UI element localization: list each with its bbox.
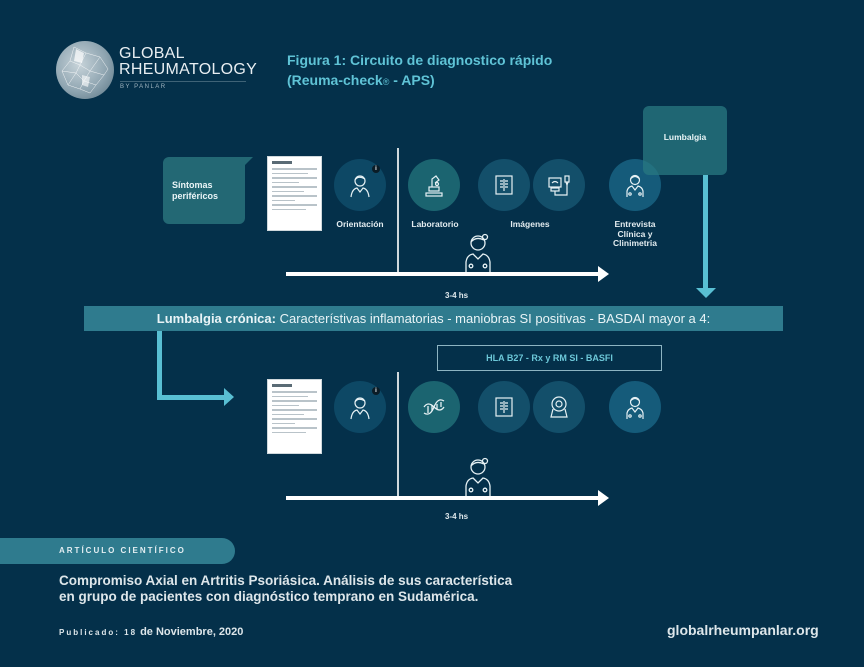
connector-l-horizontal — [157, 395, 225, 400]
divider-line — [397, 372, 399, 497]
callout-label: Síntomas periféricos — [172, 179, 219, 201]
published-label: Publicado: — [59, 628, 120, 637]
imagenes-ultrasound-step — [533, 159, 585, 211]
website-link[interactable]: globalrheumpanlar.org — [667, 622, 819, 638]
document-form-icon — [267, 156, 322, 231]
xray-icon — [495, 397, 513, 417]
mri-scanner-icon — [550, 396, 568, 418]
orientacion-step-bottom: i — [334, 381, 386, 433]
article-title-line2: en grupo de pacientes con diagnóstico te… — [59, 589, 479, 604]
laboratorio-step — [408, 159, 460, 211]
label-orientacion: Orientación — [336, 219, 384, 229]
logo-wordmark: GLOBAL RHEUMATOLOGY — [119, 46, 257, 78]
nurse-icon — [465, 233, 491, 272]
doctor-step-bottom — [609, 381, 661, 433]
registered-mark: ® — [382, 77, 390, 87]
timeline-arrow-bottom — [286, 490, 609, 506]
published-day: 18 — [119, 628, 138, 637]
xray-step-bottom — [478, 381, 530, 433]
time-label-top: 3-4 hs — [445, 291, 469, 300]
logo-line1: GLOBAL — [119, 45, 185, 62]
doctor-icon — [626, 174, 644, 197]
ultrasound-icon — [548, 175, 570, 196]
connector-down-line — [703, 175, 708, 288]
connector-l-vertical — [157, 331, 162, 400]
callout-sintomas-perifericos: Síntomas periféricos — [163, 157, 253, 224]
label-imagenes: Imágenes — [510, 219, 550, 229]
label-entrevista: Entrevista Clínica y Clinimetria — [613, 219, 657, 248]
microscope-icon — [425, 175, 443, 197]
banner-text: Característivas inflamatorias - maniobra… — [275, 311, 711, 326]
connector-down-arrowhead-icon — [696, 288, 716, 298]
connector-right-arrowhead-icon — [224, 388, 234, 406]
callout-lumbalgia: Lumbalgia — [643, 106, 727, 175]
dna-step — [408, 381, 460, 433]
title-part: - APS) — [389, 72, 435, 88]
figure-title: Figura 1: Circuito de diagnostico rápido… — [287, 50, 552, 92]
lumbalgia-cronica-banner: Lumbalgia crónica: Característivas infla… — [84, 306, 783, 331]
callout-lumbalgia-label: Lumbalgia — [663, 132, 707, 142]
info-badge-icon: i — [372, 387, 380, 395]
logo-line2: RHEUMATOLOGY — [119, 61, 258, 78]
logo-subtitle: BY PANLAR — [120, 81, 246, 90]
figure-title-line2: (Reuma-check® - APS) — [287, 70, 552, 92]
imagenes-xray-step — [478, 159, 530, 211]
dna-icon — [423, 399, 445, 415]
article-title[interactable]: Compromiso Axial en Artritis Psoriásica.… — [59, 573, 512, 605]
banner-bold: Lumbalgia crónica: — [156, 311, 276, 326]
title-part: (Reuma-check — [287, 72, 383, 88]
xray-icon — [495, 175, 513, 195]
divider-line — [397, 148, 399, 273]
logo-globe-icon — [56, 41, 114, 99]
document-form-icon — [267, 379, 322, 454]
published-date: Publicado: 18 de Noviembre, 2020 — [59, 626, 243, 638]
patient-icon — [350, 175, 370, 198]
tests-box: HLA B27 - Rx y RM SI - BASFI — [437, 345, 662, 371]
doctor-icon — [626, 396, 644, 419]
label-laboratorio: Laboratorio — [411, 219, 459, 229]
time-label-bottom: 3-4 hs — [445, 512, 469, 521]
orientacion-step: i — [334, 159, 386, 211]
mri-step — [533, 381, 585, 433]
category-pill: ARTÍCULO CIENTÍFICO — [0, 538, 235, 564]
patient-icon — [350, 397, 370, 420]
info-badge-icon: i — [372, 165, 380, 173]
nurse-icon — [465, 457, 491, 496]
published-rest: de Noviembre, 2020 — [137, 626, 244, 638]
timeline-arrow-top — [286, 266, 609, 282]
article-title-line1: Compromiso Axial en Artritis Psoriásica.… — [59, 573, 513, 588]
figure-title-line1: Figura 1: Circuito de diagnostico rápido — [287, 52, 553, 68]
